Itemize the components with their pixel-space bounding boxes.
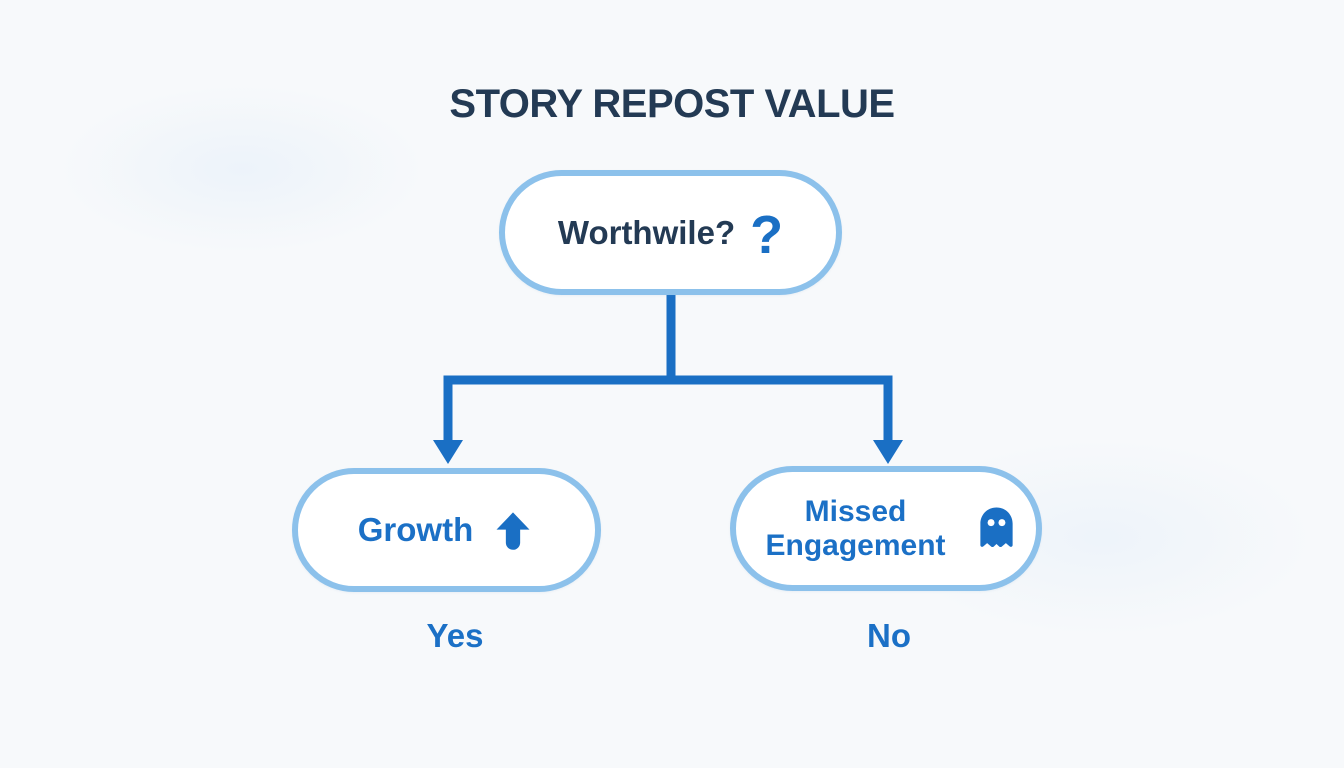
root-node: Worthwile? ? <box>499 170 842 295</box>
no-label: No <box>867 617 911 654</box>
growth-label: Growth <box>357 511 474 548</box>
connector-branch-bar <box>443 375 893 444</box>
yes-label: Yes <box>426 617 484 654</box>
arrowhead-left-icon <box>433 440 463 464</box>
root-node-label: Worthwile? <box>557 213 736 251</box>
branch-node-missed-engagement: Missed Engagement <box>730 466 1042 591</box>
missed-engagement-label: Missed Engagement <box>765 494 946 562</box>
ghost-icon <box>980 506 1013 547</box>
arrowhead-right-icon <box>873 440 903 464</box>
branch-node-growth: Growth <box>292 468 601 592</box>
page-title: STORY REPOST VALUE <box>449 82 895 126</box>
question-mark-icon: ? <box>750 204 784 265</box>
arrow-up-icon <box>496 512 530 550</box>
